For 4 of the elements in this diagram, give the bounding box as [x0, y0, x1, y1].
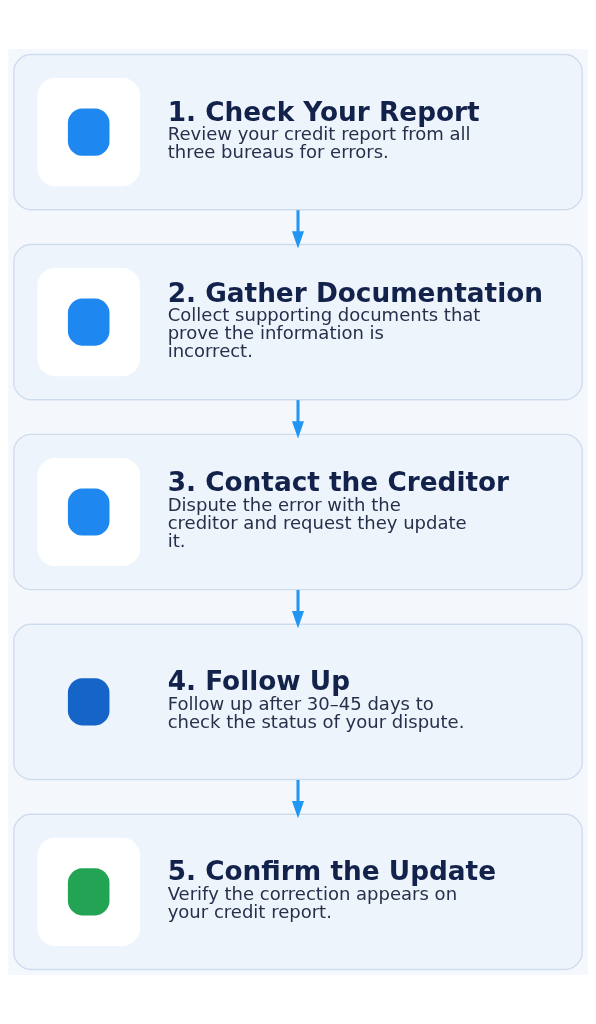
arrow: [291, 400, 305, 439]
arrow: [291, 779, 305, 819]
arrow: [291, 590, 305, 629]
arrow: [291, 210, 305, 249]
